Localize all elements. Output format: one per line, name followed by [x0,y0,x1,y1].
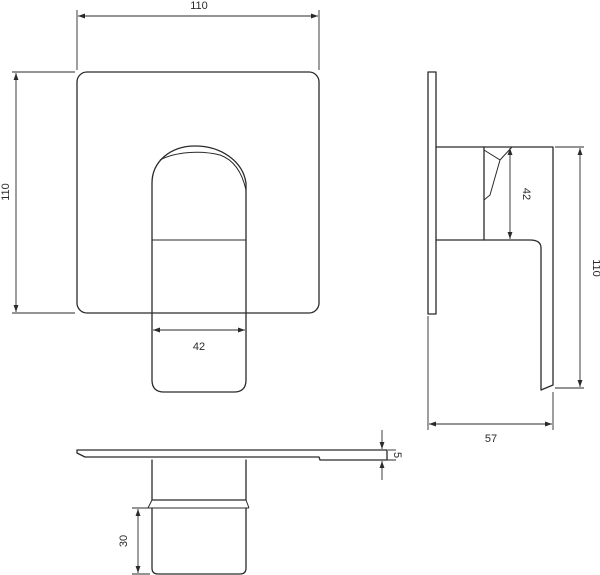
lever-width-label: 42 [193,341,205,353]
front-view: 110 110 42 [0,0,320,393]
side-lever-height-label: 42 [520,188,532,200]
front-lever [151,145,247,393]
bottom-cover-plate [76,449,388,461]
front-height-label: 110 [0,183,12,201]
side-height-label: 110 [590,259,600,277]
plate-thickness-label: 5 [391,452,403,458]
front-width-label: 110 [190,0,208,12]
side-depth-label: 57 [485,433,497,445]
body-depth-label: 30 [118,535,130,547]
side-lever [483,146,554,391]
front-lever-shade [159,151,247,191]
side-cover-plate [427,71,437,315]
bottom-lever [151,507,247,575]
bottom-view: 5 30 [76,430,403,575]
front-cover-plate [76,71,320,314]
side-body [435,146,485,241]
bottom-lever-top [147,499,250,509]
bottom-body [151,459,247,501]
side-lever-wedge [483,149,501,201]
side-view: 42 110 57 [427,71,600,445]
